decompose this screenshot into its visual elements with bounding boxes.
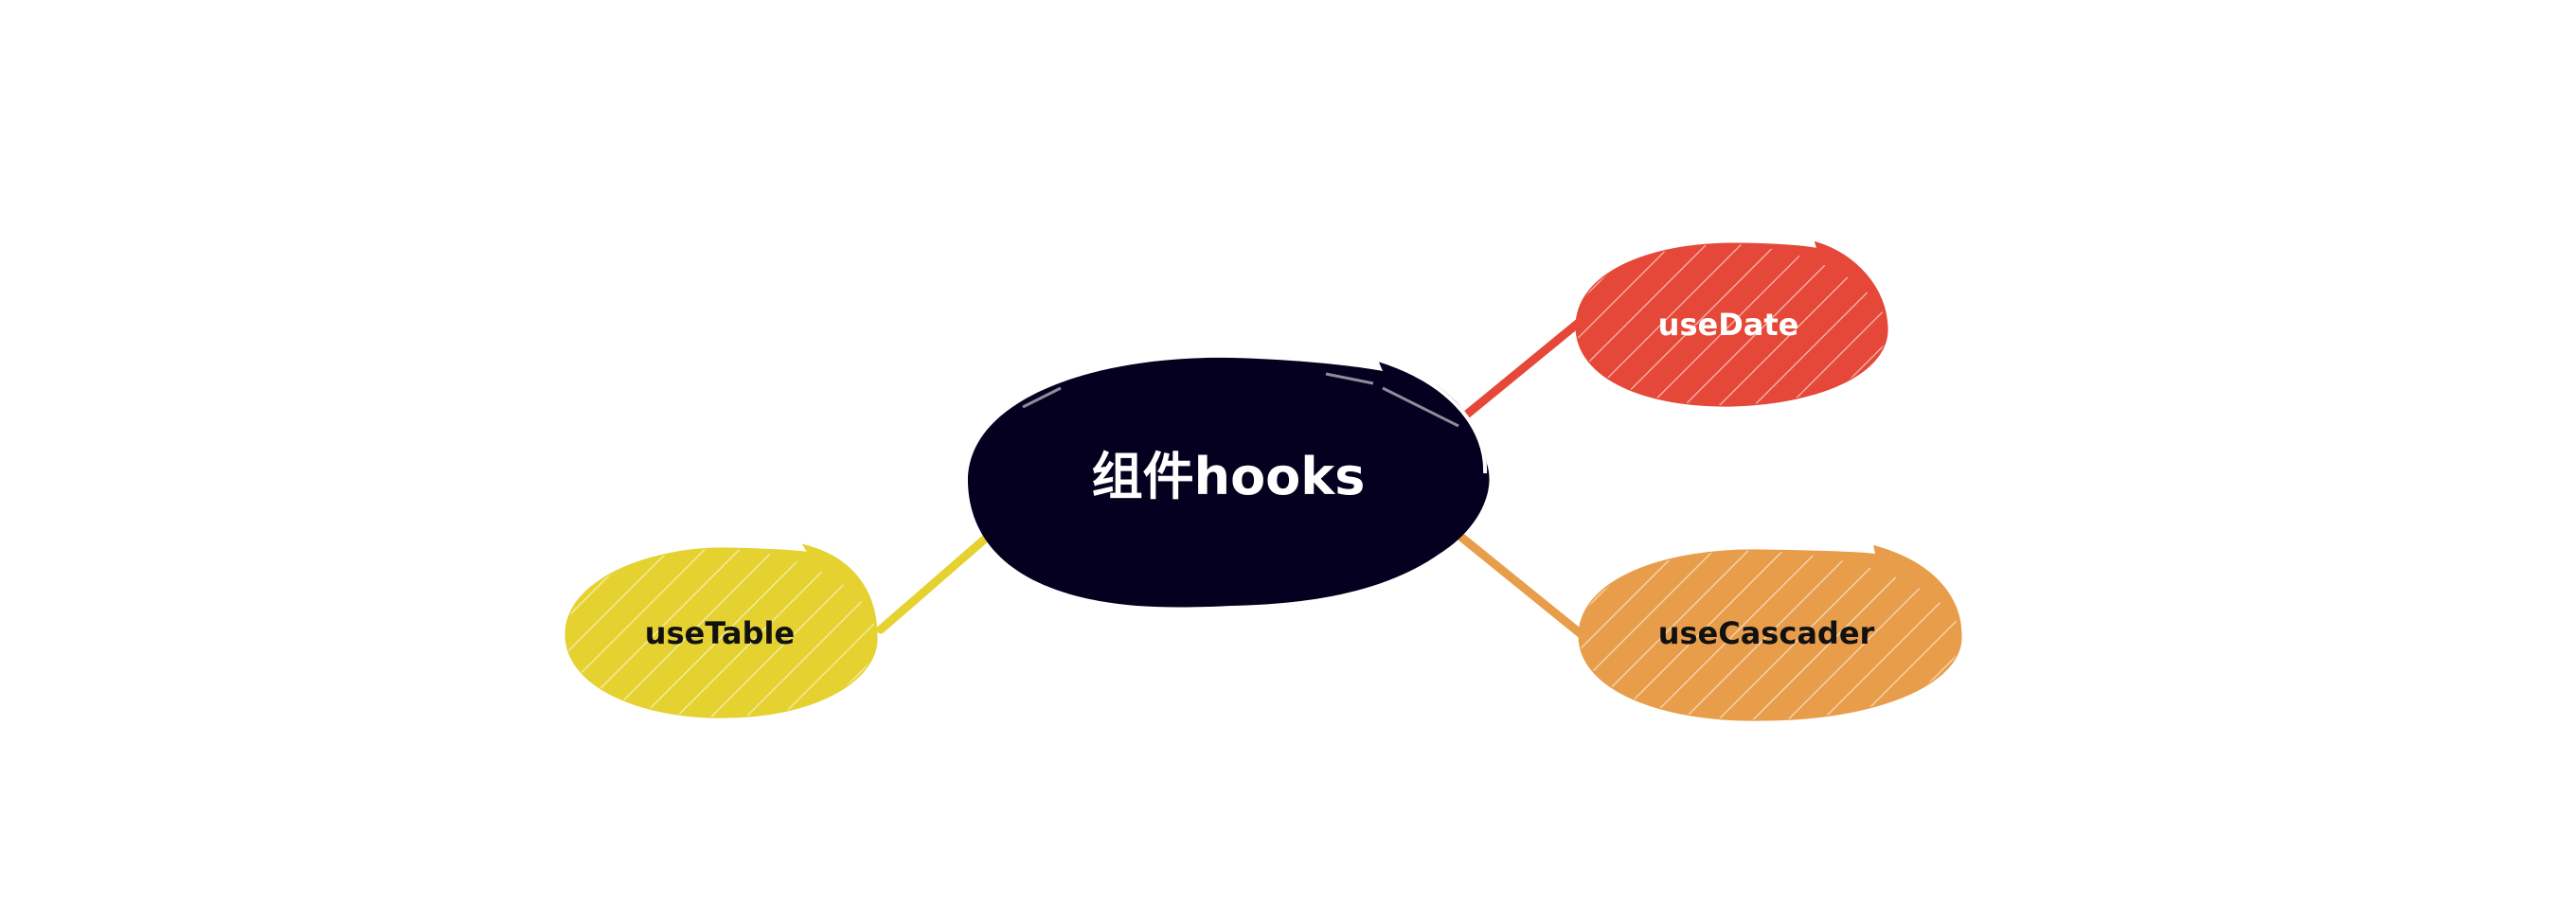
- node-usedate-hatching: [1577, 244, 1887, 406]
- node-usedate-label: useDate: [1658, 307, 1799, 343]
- node-usedate[interactable]: useDate: [1575, 240, 1888, 407]
- connector-usedate: [1454, 317, 1584, 426]
- node-usecascader-hatching: [1580, 550, 1961, 720]
- node-center-hatching: [1022, 372, 1459, 428]
- node-usecascader-label: useCascader: [1658, 615, 1875, 651]
- connector-usetable: [876, 530, 994, 634]
- node-usetable-label: useTable: [645, 615, 795, 651]
- connector-usecascader: [1454, 530, 1588, 641]
- node-usetable-hatching: [566, 548, 877, 717]
- node-usetable[interactable]: useTable: [564, 543, 878, 718]
- node-usecascader[interactable]: useCascader: [1578, 544, 1962, 721]
- node-center[interactable]: 组件hooks: [967, 357, 1490, 608]
- node-center-label: 组件hooks: [1092, 447, 1366, 506]
- node-center-shape: [967, 357, 1490, 608]
- node-center-outline-stroke: [1377, 358, 1488, 474]
